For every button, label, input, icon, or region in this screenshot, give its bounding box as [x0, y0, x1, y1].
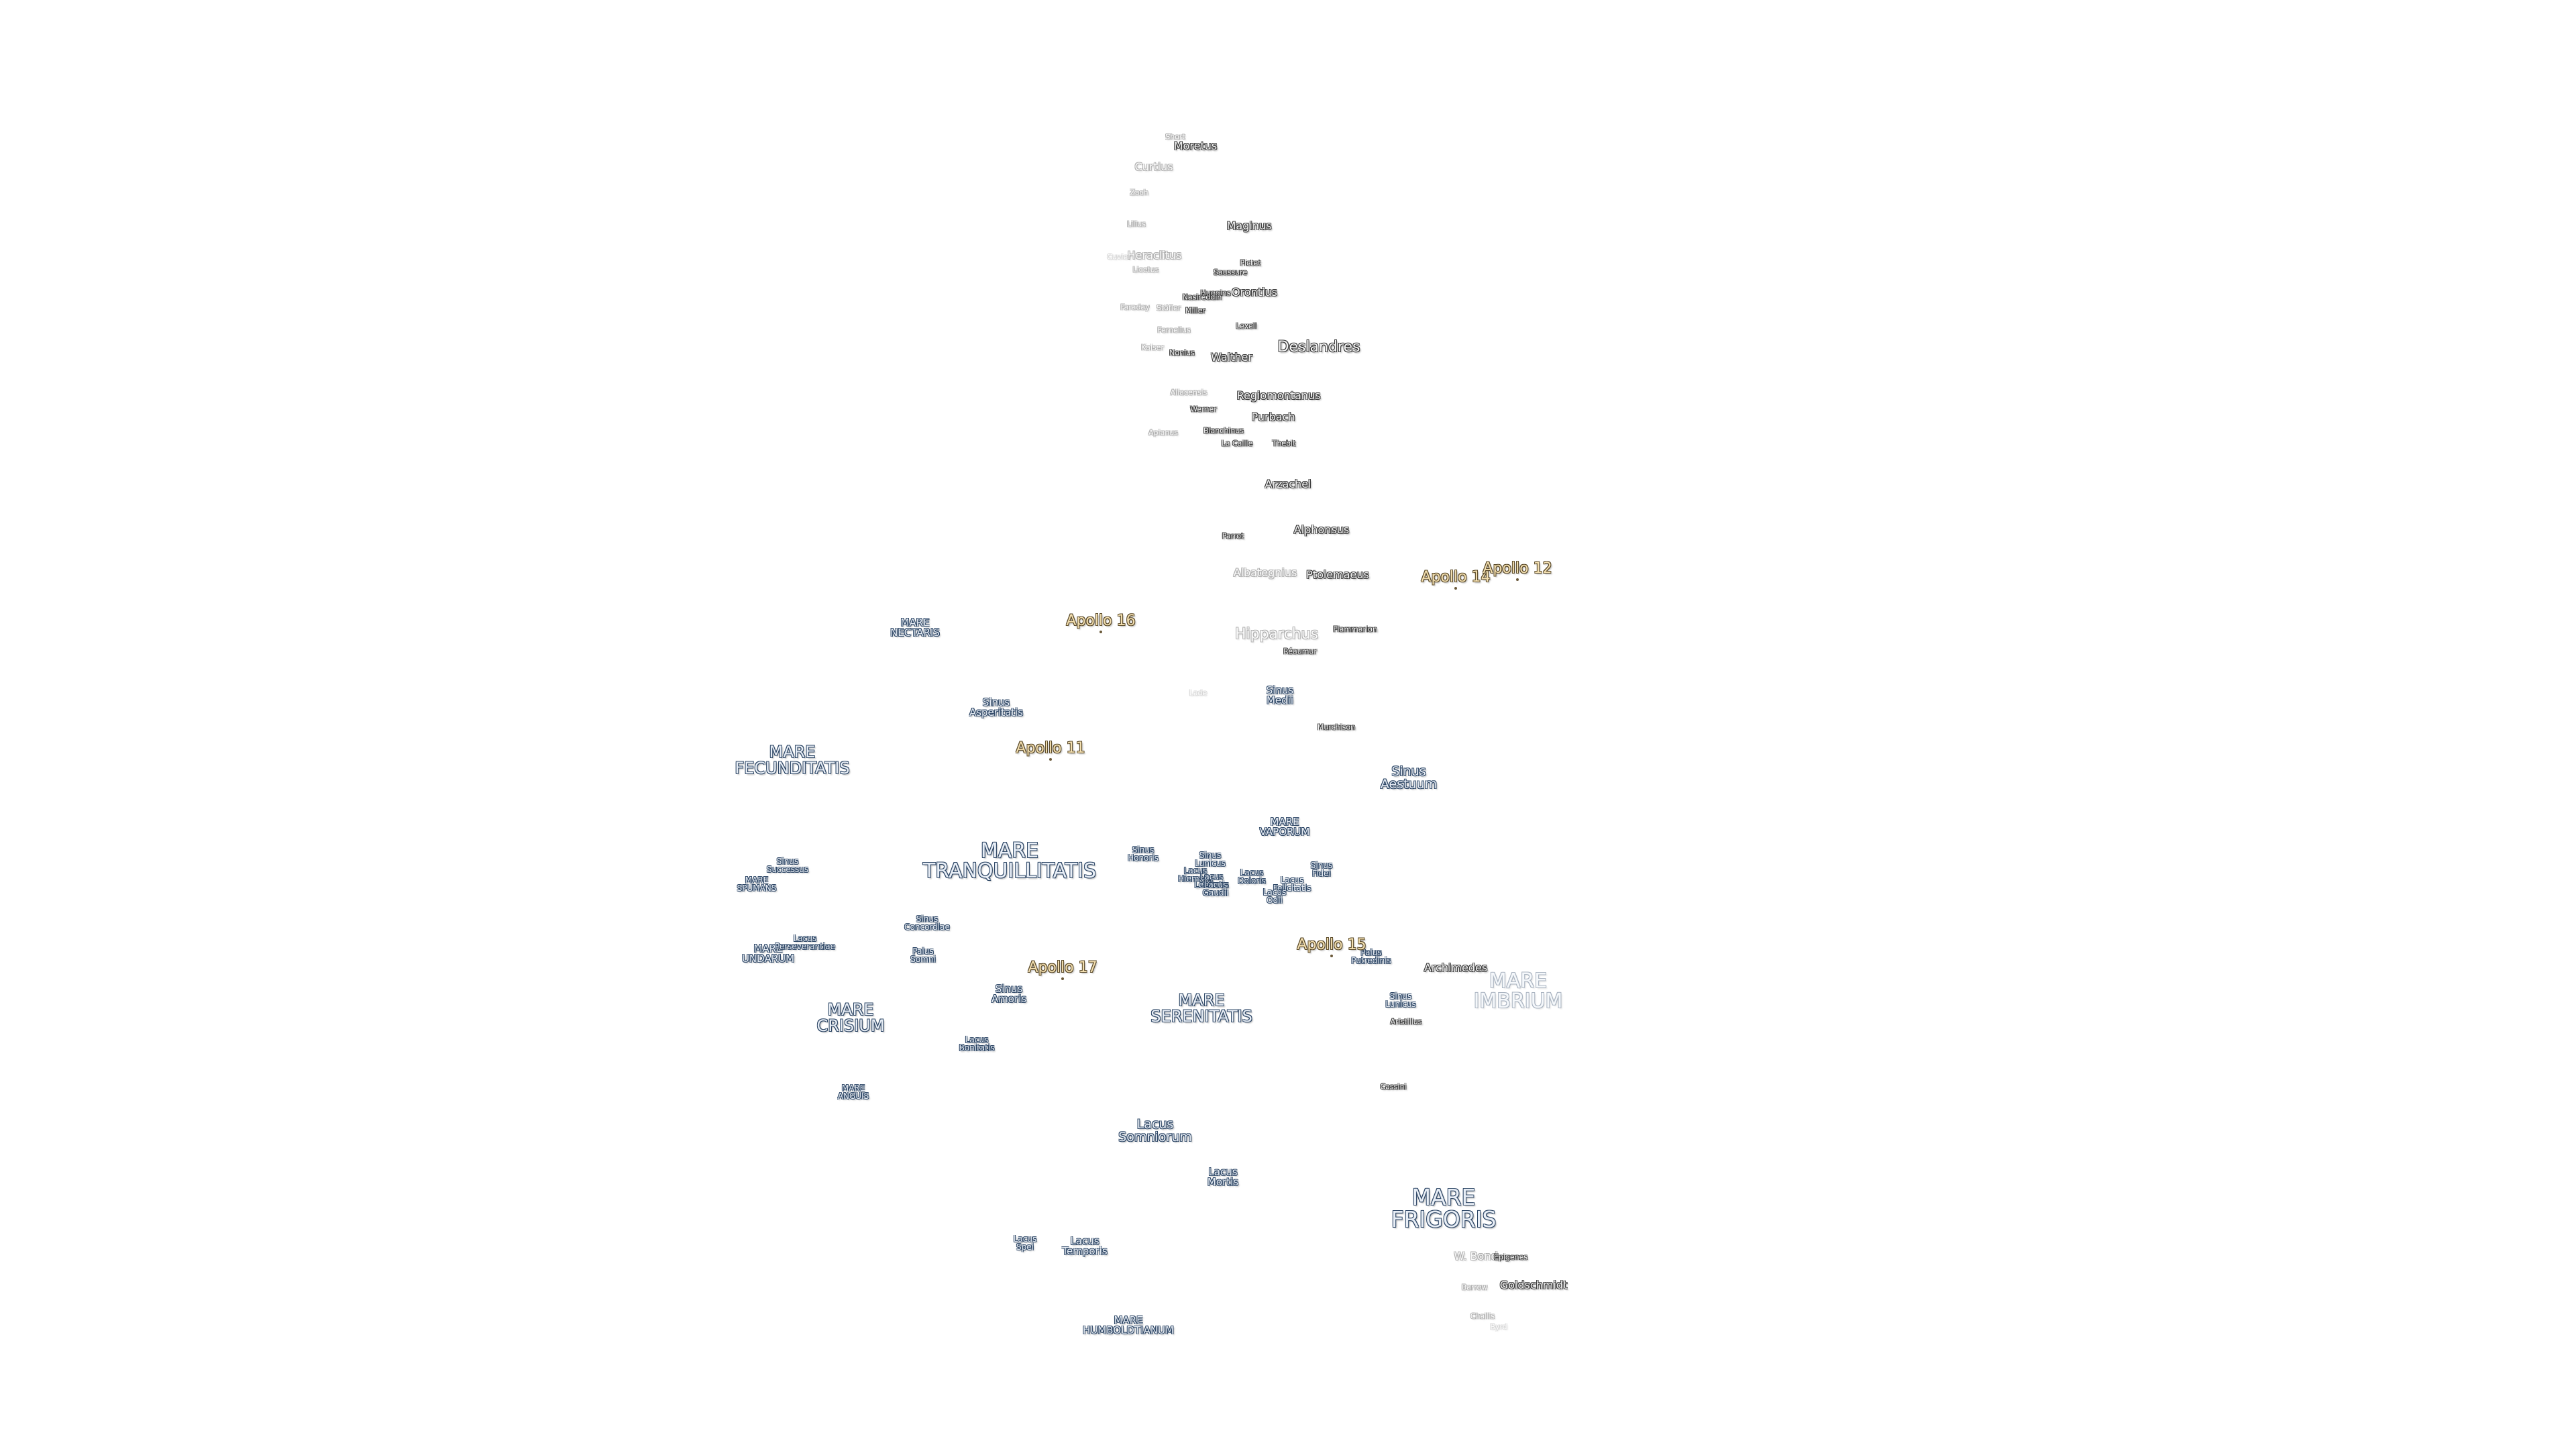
label-lacus-doloris: Lacus Doloris: [1238, 868, 1266, 885]
label-werner: Werner: [1190, 405, 1217, 414]
label-lade: Lade: [1189, 688, 1208, 698]
label-apollo-15: Apollo 15: [1297, 936, 1366, 953]
label-regiomontanus: Regiomontanus: [1236, 389, 1321, 402]
label-arzachel: Arzachel: [1265, 478, 1311, 490]
label-pictet: Pictet: [1240, 258, 1261, 268]
label-mare-undarum: MARE UNDARUM: [741, 943, 795, 965]
label-lacus-lenitatis: Lacus Lenitatis: [1194, 872, 1229, 890]
label-apollo-14: Apollo 14: [1421, 569, 1491, 586]
label-lacus-perseverantiae: Lacus Perseverantiae: [775, 934, 835, 951]
label-sinus-successus: Sinus Successus: [766, 857, 809, 874]
label-albategnius: Albategnius: [1233, 566, 1297, 579]
label-moretus: Moretus: [1173, 140, 1218, 152]
label-huggins: Huggins: [1200, 288, 1231, 298]
label-cassini: Cassini: [1380, 1082, 1407, 1091]
label-sinus-fidei: Sinus Fidei: [1310, 861, 1333, 878]
label-hipparchus: Hipparchus: [1234, 626, 1319, 643]
label-lacus-bonitatis: Lacus Bonitatis: [959, 1035, 995, 1053]
label-alphonsus: Alphonsus: [1293, 523, 1350, 536]
label-lacus-odii: Lacus Odii: [1263, 888, 1287, 905]
label-mare-nectaris: MARE NECTARIS: [890, 616, 940, 639]
label-sinus-honoris: Sinus Honoris: [1128, 845, 1159, 863]
label-mare-spumans: MARE SPUMANS: [737, 875, 777, 893]
label-nasireddin: Nasireddin: [1182, 292, 1222, 302]
label-sinus-medii: Sinus Medii: [1266, 684, 1294, 706]
label-zach: Zach: [1130, 188, 1148, 197]
label-w-bond: W. Bond: [1454, 1250, 1498, 1263]
label-barrow: Barrow: [1461, 1283, 1488, 1292]
label-sinus-asperitatis: Sinus Asperitatis: [969, 696, 1024, 718]
label-aristillus: Aristillus: [1390, 1017, 1422, 1026]
label-palus-somni: Palus Somni: [910, 947, 936, 964]
label-deslandres: Deslandres: [1277, 339, 1360, 356]
apollo-11-site-marker: [1049, 758, 1052, 761]
label-goldschmidt: Goldschmidt: [1499, 1279, 1568, 1291]
label-challis: Challis: [1470, 1311, 1495, 1321]
label-mare-anguis: MARE ANGUIS: [837, 1083, 869, 1101]
label-orontius: Orontius: [1232, 286, 1277, 299]
label-apianus: Apianus: [1148, 428, 1178, 437]
label-cuvier: Cuvier: [1107, 252, 1131, 262]
label-lacus-temporis: Lacus Temporis: [1062, 1235, 1108, 1257]
label-palus-putredinis: Palus Putredinis: [1351, 948, 1391, 965]
label-mare-tranquillitatis: MARE TRANQUILLITATIS: [922, 839, 1097, 883]
label-lacus-felicitatis: Lacus Felicitatis: [1273, 875, 1311, 893]
label-sinus-amoris: Sinus Amoris: [991, 983, 1027, 1005]
label-apollo-11: Apollo 11: [1016, 740, 1085, 757]
label-reaumur: Réaumur: [1283, 647, 1317, 656]
label-licetus: Licetus: [1132, 265, 1159, 274]
label-byrd: Byrd: [1490, 1322, 1507, 1332]
label-kaiser: Kaiser: [1141, 343, 1164, 352]
label-aliacensis: Aliacensis: [1170, 388, 1208, 397]
label-mare-imbrium: MARE IMBRIUM: [1473, 969, 1563, 1013]
label-faraday: Faraday: [1120, 303, 1150, 312]
label-nonius: Nonius: [1169, 348, 1195, 358]
apollo-17-site-marker: [1061, 977, 1064, 980]
label-lacus-hiemalis: Lacus Hiemalis: [1178, 866, 1213, 883]
label-lilius: Lilius: [1127, 219, 1146, 229]
label-short: Short: [1165, 132, 1185, 142]
label-purbach: Purbach: [1251, 411, 1295, 423]
label-archimedes: Archimedes: [1424, 961, 1488, 974]
label-curtius: Curtius: [1134, 160, 1173, 173]
apollo-14-site-marker: [1454, 587, 1457, 590]
label-parrot: Parrot: [1222, 531, 1244, 541]
label-walther: Walther: [1211, 351, 1252, 364]
label-mare-frigoris: MARE FRIGORIS: [1391, 1184, 1497, 1232]
label-saussure: Saussure: [1213, 268, 1248, 277]
label-sinus-lunicus: Sinus Lunicus: [1195, 851, 1226, 868]
label-sinus-lunicus-2: Sinus Lunicus: [1385, 991, 1416, 1009]
label-mare-fecunditatis: MARE FECUNDITATIS: [735, 743, 850, 777]
label-epigenes: Epigenes: [1493, 1252, 1528, 1262]
label-flammarion: Flammarion: [1333, 625, 1377, 634]
label-lacus-mortis: Lacus Mortis: [1207, 1166, 1239, 1188]
apollo-16-site-marker: [1099, 631, 1102, 633]
label-lacus-spei: Lacus Spei: [1013, 1234, 1037, 1252]
label-la-caille: La Caille: [1221, 439, 1253, 448]
label-miller: Miller: [1185, 306, 1205, 315]
label-mare-crisium: MARE CRISIUM: [816, 1000, 885, 1035]
label-maginus: Maginus: [1226, 219, 1272, 232]
label-apollo-12: Apollo 12: [1483, 560, 1552, 577]
label-lexell: Lexell: [1236, 321, 1257, 331]
apollo-12-site-marker: [1516, 578, 1519, 581]
label-sinus-concordiae: Sinus Concordiae: [904, 914, 950, 932]
label-thebit: Thebit: [1272, 439, 1296, 448]
label-mare-vaporum: MARE VAPORUM: [1259, 816, 1310, 838]
label-ptolemaeus: Ptolemaeus: [1306, 568, 1369, 581]
label-mare-serenitatis: MARE SERENITATIS: [1150, 991, 1252, 1026]
label-apollo-16: Apollo 16: [1066, 612, 1136, 629]
label-murchison: Murchison: [1317, 722, 1356, 732]
label-apollo-17: Apollo 17: [1028, 959, 1097, 976]
apollo-15-site-marker: [1330, 955, 1333, 957]
label-fernelius: Fernelius: [1157, 325, 1191, 335]
label-mare-humboldtianum: MARE HUMBOLDTIANUM: [1083, 1314, 1174, 1336]
label-stofler: Stöfler: [1156, 303, 1181, 313]
label-lacus-somniorum: Lacus Somniorum: [1118, 1117, 1192, 1144]
label-lacus-gaudii: Lacus Gaudii: [1202, 880, 1229, 898]
label-blanchinus: Blanchinus: [1203, 426, 1244, 435]
label-heraclitus: Heraclitus: [1127, 249, 1182, 262]
label-sinus-aestuum: Sinus Aestuum: [1380, 764, 1438, 792]
